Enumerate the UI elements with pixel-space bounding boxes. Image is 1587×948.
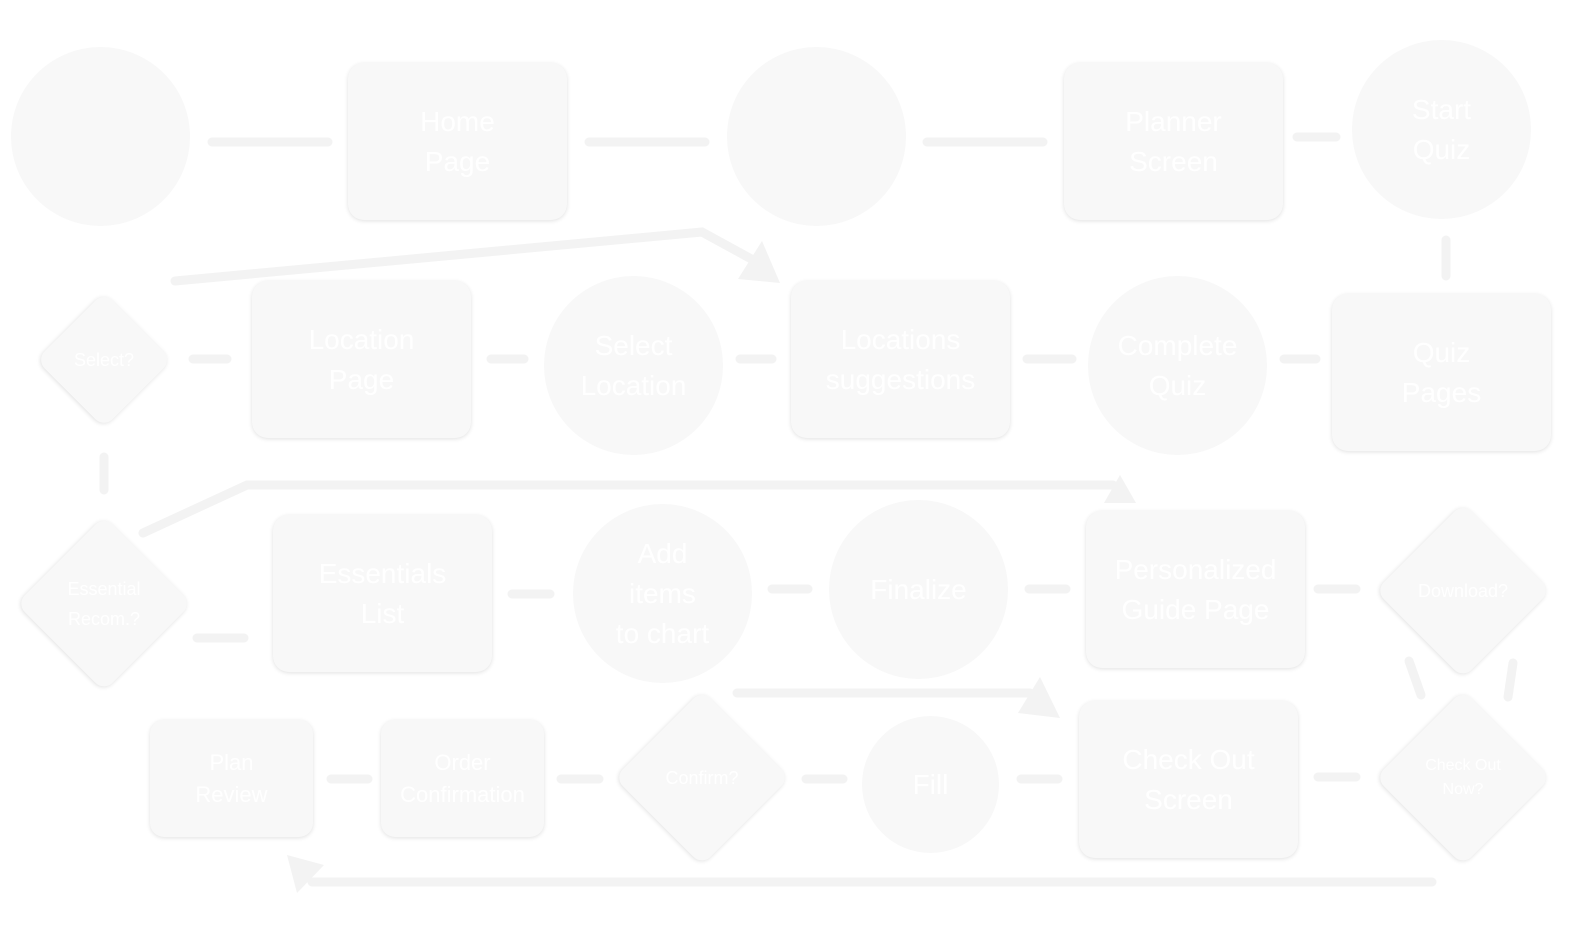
essential-recom-decision-node[interactable]: Essential Recom.?	[16, 516, 192, 692]
planner-screen-node[interactable]: Planner Screen	[1064, 63, 1283, 220]
quiz-pages-label: Quiz Pages	[1401, 336, 1482, 408]
confirm-decision-label: Confirm?	[665, 768, 739, 788]
plan-review-label: Plan Review	[195, 749, 268, 807]
location-page-label: Location Page	[308, 323, 415, 395]
add-items-node[interactable]: Add items to chart	[573, 504, 752, 683]
location-page-node[interactable]: Location Page	[252, 281, 471, 438]
connector-circle-node[interactable]	[727, 47, 906, 226]
check-out-screen-node[interactable]: Check Out Screen	[1079, 701, 1298, 858]
home-page-label: Home Page	[420, 105, 495, 177]
arrowhead-suggestions	[738, 241, 780, 283]
check-out-now-decision-node[interactable]: Check Out Now?	[1375, 690, 1551, 866]
download-decision-node[interactable]: Download?	[1375, 503, 1551, 679]
personalized-guide-node[interactable]: Personalized Guide Page	[1086, 511, 1305, 668]
order-confirmation-label: Order Confirmation	[400, 749, 525, 807]
quiz-pages-node[interactable]: Quiz Pages	[1332, 294, 1551, 451]
add-items-label: Add items to chart	[615, 537, 710, 649]
home-page-node[interactable]: Home Page	[348, 63, 567, 220]
essentials-list-label: Essentials List	[318, 557, 447, 629]
fill-node[interactable]: Fill	[862, 716, 999, 853]
check-out-now-label: Check Out Now?	[1425, 757, 1501, 798]
arrowhead-guide	[1104, 475, 1136, 503]
connector-select-to-suggestions	[170, 227, 760, 286]
select-location-node[interactable]: Select Location	[544, 276, 723, 455]
confirm-decision-node[interactable]: Confirm?	[614, 690, 790, 866]
select-decision-node[interactable]: Select?	[36, 292, 172, 428]
complete-quiz-label: Complete Quiz	[1117, 329, 1238, 401]
arrowhead-checkout	[1018, 677, 1060, 718]
finalize-label: Finalize	[870, 573, 967, 605]
locations-suggestions-node[interactable]: Locations suggestions	[791, 281, 1010, 438]
finalize-node[interactable]: Finalize	[829, 500, 1008, 679]
arrowhead-review	[287, 855, 324, 893]
planner-screen-label: Planner Screen	[1125, 105, 1222, 177]
personalized-guide-label: Personalized Guide Page	[1114, 553, 1277, 625]
locations-suggestions-label: Locations suggestions	[825, 323, 976, 395]
fill-label: Fill	[912, 768, 949, 800]
order-confirmation-node[interactable]: Order Confirmation	[381, 720, 544, 837]
plan-review-node[interactable]: Plan Review	[150, 720, 313, 837]
essential-recom-label: Essential Recom.?	[67, 579, 141, 629]
start-quiz-label: Start Quiz	[1411, 93, 1472, 165]
select-decision-label: Select?	[73, 350, 135, 370]
complete-quiz-node[interactable]: Complete Quiz	[1088, 276, 1267, 455]
start-node[interactable]	[11, 47, 190, 226]
check-out-screen-label: Check Out Screen	[1122, 743, 1255, 815]
download-decision-label: Download?	[1417, 581, 1509, 601]
essentials-list-node[interactable]: Essentials List	[273, 515, 492, 672]
start-quiz-node[interactable]: Start Quiz	[1352, 40, 1531, 219]
select-location-label: Select Location	[580, 329, 687, 401]
